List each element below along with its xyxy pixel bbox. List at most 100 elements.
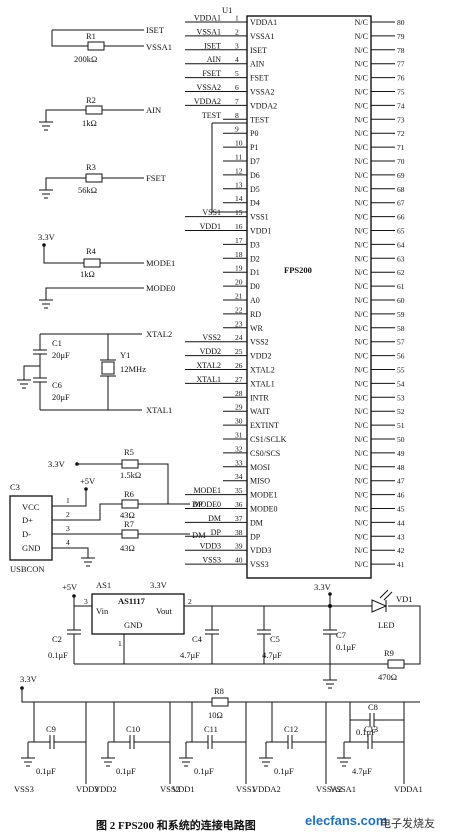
r3-circuit: FSET R3 56kΩ [39, 162, 167, 199]
led-ref: VD1 [396, 594, 413, 604]
usb-pin-gnd: GND [22, 543, 40, 553]
right-pin-number: 52 [397, 407, 405, 416]
left-pin-number: 17 [235, 236, 243, 245]
decap-capacitor [129, 735, 135, 749]
left-pin-number: 15 [235, 208, 243, 217]
decap-ground-symbol [21, 742, 35, 767]
right-pin-name: N/C [355, 338, 368, 347]
crystal-circuit: XTAL2 XTAL1 C1 20μF C6 20μF Y1 12MHz [17, 329, 172, 415]
left-pin-number: 13 [235, 180, 243, 189]
decap-ground-symbol [337, 742, 351, 767]
y1-value: 12MHz [120, 364, 146, 374]
left-pin-number: 32 [235, 444, 243, 453]
r4-value: 1kΩ [80, 269, 95, 279]
right-pin-number: 75 [397, 88, 405, 97]
decoupling-supply: 3.3V [20, 674, 38, 684]
r3-ground-symbol [39, 189, 53, 199]
c1-capacitor [33, 349, 47, 355]
left-pin-number: 34 [235, 472, 243, 481]
left-net-label: MODE1 [193, 486, 221, 495]
left-pin-name: WR [250, 324, 264, 333]
chip-ref: U1 [222, 5, 232, 15]
watermark-logo: elecfans.com [305, 813, 388, 828]
right-pin-number: 64 [397, 240, 405, 249]
left-pin-number: 8 [235, 111, 239, 120]
r1-resistor [87, 41, 105, 51]
right-pin-name: N/C [355, 129, 368, 138]
r6-resistor [121, 499, 139, 509]
left-net-label: VDD1 [200, 222, 221, 231]
left-pin-name: D3 [250, 240, 260, 249]
left-net-label: ISET [204, 41, 221, 50]
regulator-circuit: +5V AS1 AS1117 3.3V Vin Vout GND 3 2 1 3… [48, 580, 421, 689]
figure-caption: 图 2 FPS200 和系统的连接电路图 [96, 820, 256, 832]
right-pin-number: 62 [397, 268, 405, 277]
right-pin-number: 73 [397, 115, 405, 124]
c8-value: 0.1μF [356, 727, 376, 737]
left-pin-number: 26 [235, 361, 243, 370]
left-pin-name: MODE1 [250, 491, 278, 500]
c2-capacitor [67, 629, 81, 635]
r4-circuit: 3.3V MODE1 R4 1kΩ [38, 232, 175, 279]
r9-value: 470Ω [378, 672, 397, 682]
c1-ref: C1 [52, 338, 62, 348]
right-pin-name: N/C [355, 60, 368, 69]
left-net-label: VSSA2 [197, 83, 221, 92]
left-pin-name: VDDA2 [250, 101, 277, 110]
right-pin-name: N/C [355, 366, 368, 375]
decap-capacitor [367, 735, 373, 749]
left-pin-name: D2 [250, 254, 260, 263]
left-pin-name: VSSA1 [250, 32, 274, 41]
decap-net-right: VSS2 [160, 784, 180, 794]
c5-capacitor [257, 629, 271, 635]
left-pin-number: 31 [235, 431, 243, 440]
left-pin-name: P1 [250, 143, 258, 152]
r2-net: AIN [146, 105, 161, 115]
left-pin-number: 37 [235, 514, 243, 523]
left-pin-name: WAIT [250, 407, 270, 416]
reg-ref: AS1 [96, 580, 111, 590]
reg-part: AS1117 [118, 596, 146, 606]
left-pin-number: 3 [235, 41, 239, 50]
c1-value: 20μF [52, 350, 70, 360]
decap-ground-symbol [101, 742, 115, 767]
decap-net-left: VDDA2 [252, 784, 281, 794]
right-pin-number: 45 [397, 505, 405, 514]
right-pin-number: 53 [397, 393, 405, 402]
decap-net-left: VDD2 [94, 784, 117, 794]
left-pin-number: 22 [235, 305, 243, 314]
c7-ref: C7 [336, 630, 346, 640]
left-pin-number: 30 [235, 417, 243, 426]
right-pin-name: N/C [355, 254, 368, 263]
left-pin-name: D6 [250, 171, 260, 180]
decap-ground-symbol [179, 742, 193, 767]
right-pin-number: 71 [397, 143, 405, 152]
left-net-label: VSSA1 [197, 27, 221, 36]
right-pin-name: N/C [355, 310, 368, 319]
right-pin-number: 80 [397, 18, 405, 27]
usb-pin2-num: 2 [66, 510, 70, 519]
left-net-label: TEST [202, 111, 221, 120]
decap-value: 0.1μF [36, 766, 56, 776]
c2-value: 0.1μF [48, 650, 68, 660]
c8-ref: C8 [368, 702, 378, 712]
left-pin-number: 19 [235, 264, 243, 273]
decap-capacitor [207, 735, 213, 749]
r1-net-right: VSSA1 [146, 42, 172, 52]
right-pin-name: N/C [355, 518, 368, 527]
r3-net: FSET [146, 173, 167, 183]
chip-name: FPS200 [284, 265, 312, 275]
decap-net-left: VDD1 [172, 784, 195, 794]
left-pin-name: VDDA1 [250, 18, 277, 27]
right-pin-name: N/C [355, 421, 368, 430]
left-pin-name: VSS2 [250, 338, 269, 347]
led-label: LED [378, 620, 395, 630]
left-pin-number: 12 [235, 166, 243, 175]
right-pin-name: N/C [355, 324, 368, 333]
crystal-net-bottom: XTAL1 [146, 405, 172, 415]
usb-ground-symbol [81, 557, 95, 567]
reg-pin1: 1 [118, 639, 122, 648]
reg-out-label: 3.3V [150, 580, 168, 590]
